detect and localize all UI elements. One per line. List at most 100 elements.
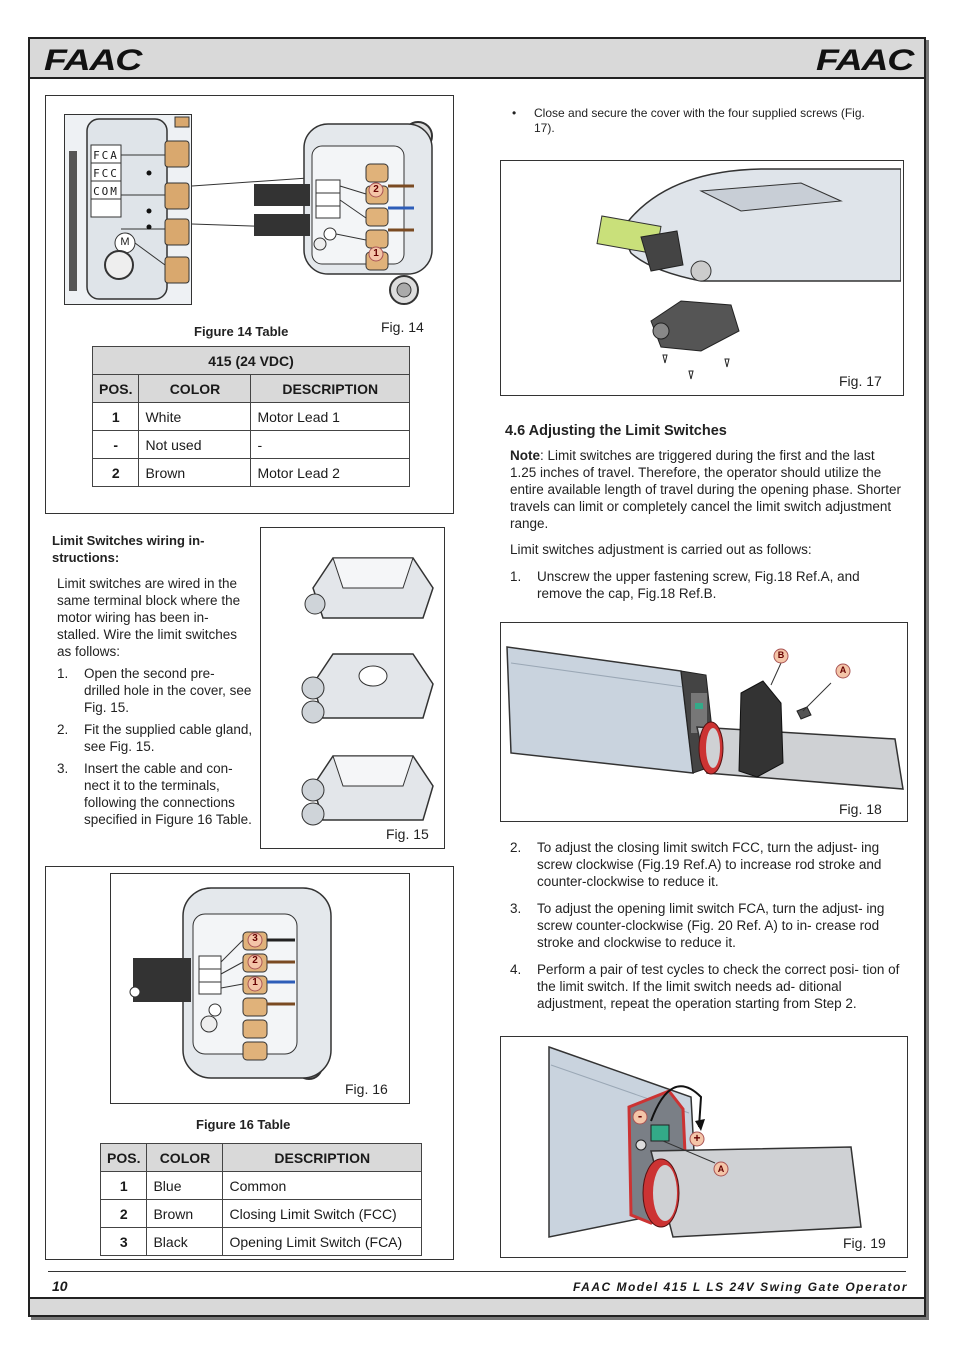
fig16-header-color: COLOR [146, 1143, 224, 1172]
step-number: 2. [510, 840, 522, 855]
fig18-ref-b: B [777, 650, 785, 660]
fig16-panel: 3 2 1 Fig. 16 Figure 16 Table POS. COLOR… [45, 866, 454, 1260]
fig18-actuator-illustration [506, 646, 904, 790]
fig14-row1-color: White [138, 402, 252, 431]
fig14-label-m: M [120, 236, 130, 248]
fig19-adjust-screw-illustration [548, 1045, 862, 1238]
fig16-row2-color: Brown [146, 1199, 224, 1228]
adjust-step1-list: 1. Unscrew the upper fastening screw, Fig… [510, 568, 902, 602]
limit-wiring-steps: 1. Open the second pre- drilled hole in t… [57, 665, 254, 828]
fig15-label: Fig. 15 [386, 826, 429, 842]
list-item: Close and secure the cover with the four… [506, 106, 886, 136]
list-item: 1. Unscrew the upper fastening screw, Fig… [510, 568, 902, 602]
section-heading: 4.6 Adjusting the Limit Switches [505, 423, 727, 439]
fig14-row3-desc: Motor Lead 2 [250, 458, 410, 487]
fig16-marker-1: 1 [252, 977, 258, 988]
fig19-panel: - + A Fig. 19 [500, 1036, 908, 1258]
fig14-row2-desc: - [250, 430, 410, 459]
fig14-inset-box: FCA FCC COM M [64, 114, 192, 305]
footer-bar [30, 1297, 924, 1315]
fig17-cover-assembly-illustration [596, 168, 901, 380]
cover-bullet-list: Close and secure the cover with the four… [506, 106, 886, 136]
footer-title: FAAC Model 415 L LS 24V Swing Gate Opera… [572, 1280, 908, 1294]
table-row: 2 Brown Closing Limit Switch (FCC) [99, 1199, 422, 1228]
adjust-intro: Limit switches adjustment is carried out… [510, 542, 812, 557]
page-number: 10 [52, 1278, 68, 1294]
fig14-row3-color: Brown [138, 458, 252, 487]
fig14-row2-color: Not used [138, 430, 252, 459]
step-text: Insert the cable and con- nect it to the… [84, 761, 252, 827]
list-item: 3.To adjust the opening limit switch FCA… [510, 900, 902, 951]
fig14-row1-pos: 1 [91, 402, 140, 431]
note-paragraph: Note: Limit switches are triggered durin… [510, 447, 902, 532]
fig14-row2-pos: - [91, 430, 140, 459]
fig16-row1-color: Blue [146, 1171, 224, 1200]
step-text: To adjust the closing limit switch FCC, … [537, 840, 882, 889]
fig14-header-description: DESCRIPTION [250, 374, 410, 403]
limit-wiring-heading: Limit Switches wiring in- structions: [52, 533, 205, 565]
fig16-row2-desc: Closing Limit Switch (FCC) [222, 1199, 422, 1228]
list-item: 2. Fit the supplied cable gland, see Fig.… [57, 721, 254, 755]
fig14-label-fca: FCA [93, 149, 119, 162]
note-label: Note [510, 448, 540, 463]
list-item: 4. Perform a pair of test cycles to check… [510, 961, 902, 1012]
fig16-row3-desc: Opening Limit Switch (FCA) [222, 1227, 422, 1256]
fig14-header-color: COLOR [138, 374, 252, 403]
fig16-marker-3: 3 [252, 933, 258, 944]
step-number: 1. [57, 666, 69, 681]
table-row: - Not used - [91, 430, 410, 459]
fig16-table-caption: Figure 16 Table [196, 1117, 291, 1132]
table-row: 3 Black Opening Limit Switch (FCA) [99, 1227, 422, 1256]
fig14-table-caption: Figure 14 Table [194, 324, 289, 339]
table-row: 1 White Motor Lead 1 [91, 402, 410, 431]
list-item: 3.Insert the cable and con- nect it to t… [57, 760, 254, 828]
fig16-label: Fig. 16 [345, 1081, 388, 1097]
step-text: Open the second pre- drilled hole in the… [84, 666, 252, 715]
fig19-label: Fig. 19 [843, 1235, 886, 1251]
step-text: Perform a pair of test cycles to check t… [537, 962, 900, 1011]
step-number: 4. [510, 962, 522, 977]
fig14-label-fcc: FCC [93, 167, 119, 180]
fig16-drawing-box: 3 2 1 Fig. 16 [110, 873, 410, 1104]
fig14-marker-1: 1 [373, 248, 379, 259]
fig14-row3-pos: 2 [91, 458, 140, 487]
fig18-label: Fig. 18 [839, 801, 882, 817]
adjust-steps-list: 2. To adjust the closing limit switch FCC… [510, 839, 902, 1012]
fig16-row1-desc: Common [222, 1171, 422, 1200]
table-row: 2 Brown Motor Lead 2 [91, 458, 410, 487]
fig16-row1-pos: 1 [99, 1171, 148, 1200]
step-number: 1. [510, 569, 522, 584]
limit-wiring-instructions: Limit Switches wiring in- structions: Li… [52, 532, 254, 838]
step-text: Fit the supplied cable gland, see Fig. 1… [84, 722, 253, 754]
fig16-row2-pos: 2 [99, 1199, 148, 1228]
fig14-header-pos: POS. [91, 374, 140, 403]
limit-adjust-text: Note: Limit switches are triggered durin… [510, 447, 902, 612]
fig16-header-description: DESCRIPTION [222, 1143, 422, 1172]
fig14-marker-2: 2 [373, 184, 379, 195]
fig16-header-pos: POS. [99, 1143, 148, 1172]
list-item: 2. To adjust the closing limit switch FCC… [510, 839, 902, 890]
step-text: To adjust the opening limit switch FCA, … [537, 901, 885, 950]
step-text: Unscrew the upper fastening screw, Fig.1… [537, 569, 860, 601]
fig14-label-com: COM [93, 185, 119, 198]
header-bar: FAAC FAAC [30, 39, 924, 79]
fig16-row3-pos: 3 [99, 1227, 148, 1256]
step-number: 2. [57, 722, 69, 737]
faac-logo-right: FAAC [816, 44, 914, 77]
limit-wiring-intro: Limit switches are wired in the same ter… [57, 576, 241, 659]
fig14-terminal-block-diagram [254, 121, 433, 305]
fig19-minus-icon: - [637, 1108, 643, 1123]
fig15-panel: Fig. 15 [260, 527, 445, 849]
faac-logo-left: FAAC [44, 44, 142, 77]
fig16-row3-color: Black [146, 1227, 224, 1256]
fig18-panel: B A Fig. 18 [500, 622, 908, 822]
fig19-ref-a: A [717, 1164, 725, 1174]
fig18-ref-a: A [839, 665, 847, 675]
note-text: : Limit switches are triggered during th… [510, 448, 902, 531]
fig16-terminal-block-diagram [129, 887, 332, 1080]
fig14-label: Fig. 14 [381, 319, 424, 335]
footer-rule [48, 1271, 906, 1272]
adjust-steps: 2. To adjust the closing limit switch FCC… [510, 839, 902, 1022]
fig15-cover-illustrations [301, 557, 434, 826]
fig19-plus-icon: + [693, 1131, 701, 1145]
